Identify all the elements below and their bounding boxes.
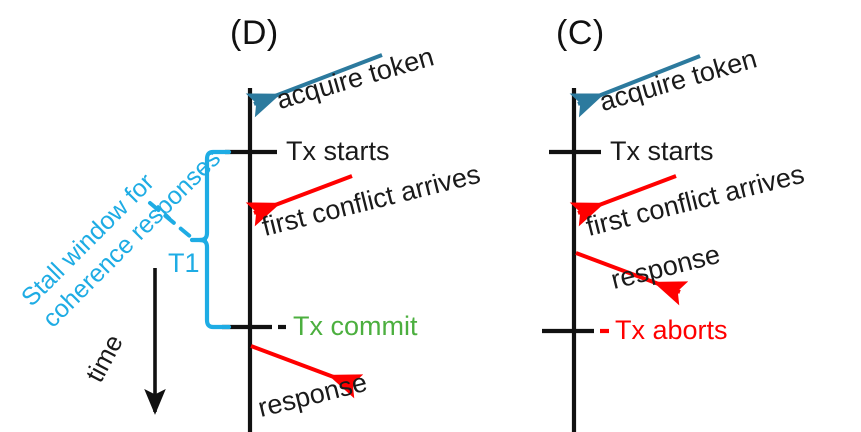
arrow-response-d [250, 344, 364, 399]
arrow-acquire-token-d [245, 53, 383, 118]
panel-title-c: (C) [556, 14, 605, 52]
panel-title-d: (D) [230, 14, 279, 52]
label-tx-starts-d: Tx starts [286, 136, 390, 166]
arrow-response-c [575, 251, 689, 306]
arrow-first-conflict-d [245, 174, 353, 227]
label-tx-commit-d: Tx commit [293, 311, 418, 341]
stall-window-leader-d [148, 201, 194, 240]
stall-window-brace-d [189, 149, 232, 330]
label-tx-starts-c: Tx starts [610, 136, 714, 166]
arrow-acquire-token-c [569, 54, 701, 118]
label-brace-t1: T1 [168, 248, 200, 278]
label-tx-aborts-c: Tx aborts [615, 315, 728, 345]
arrow-first-conflict-c [569, 174, 677, 227]
